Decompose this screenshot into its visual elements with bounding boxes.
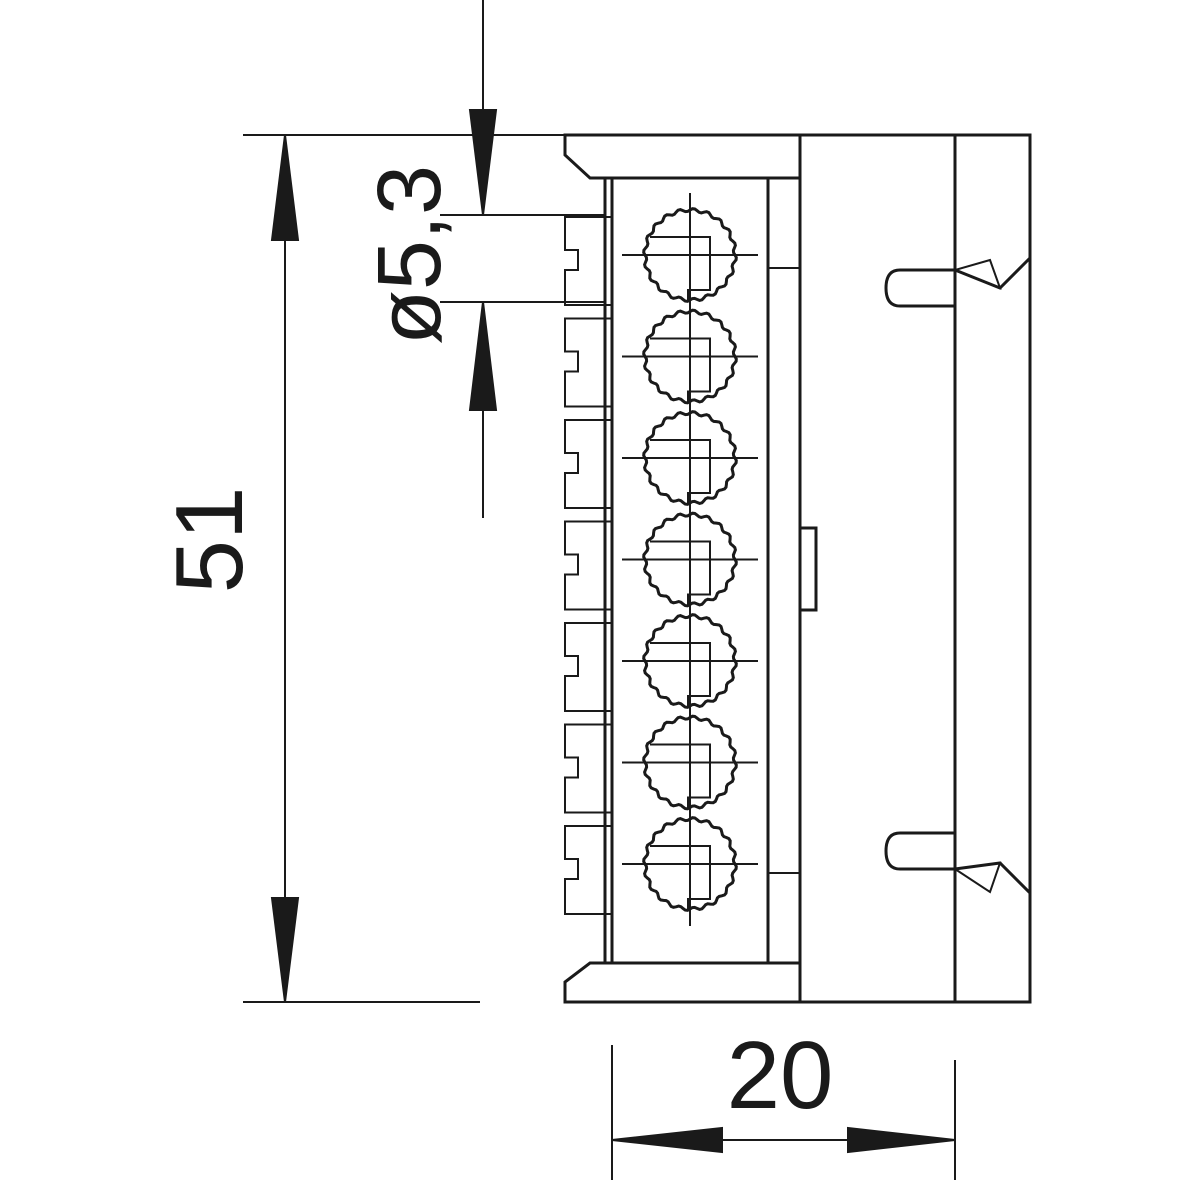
screw-slot [650, 236, 711, 300]
side-clamp-notches [564, 216, 612, 915]
screw-slot [650, 337, 711, 402]
screw-slot [650, 845, 711, 909]
clip-notch-top [884, 256, 1032, 308]
side-clamp-notch [564, 825, 612, 915]
terminal-row [622, 193, 758, 926]
screw-slot [650, 743, 711, 808]
side-clamp-notch [564, 622, 612, 712]
side-clamp-notch [564, 520, 612, 611]
screw-slot [650, 540, 711, 605]
side-clamp-notch [564, 317, 612, 408]
side-clamp-notch [564, 419, 612, 509]
hole-diameter-label: ø5,3 [360, 165, 460, 345]
center-marker [798, 526, 818, 612]
side-clamp-notch [564, 216, 612, 306]
side-clamp-notch [564, 723, 612, 814]
height-dimension: 51 [156, 134, 565, 1003]
height-arrow-bottom [270, 897, 300, 1003]
clip-notch-bottom [884, 831, 1032, 895]
clip-latch-bottom [952, 861, 1002, 894]
terminal-block-body [563, 133, 1032, 1004]
screw-slot [650, 642, 711, 706]
height-label: 51 [156, 487, 263, 594]
height-arrow-top [270, 134, 300, 241]
width-arrow-right [847, 1126, 956, 1154]
hole-arrow-top [468, 109, 498, 216]
screw-terminal [622, 802, 758, 926]
hole-diameter-dimension: ø5,3 [360, 0, 605, 518]
screw-slot [650, 439, 711, 503]
hole-arrow-bottom [468, 301, 498, 411]
width-label: 20 [727, 1022, 834, 1129]
width-arrow-left [611, 1126, 723, 1154]
clip-latch-top [951, 258, 1002, 290]
width-dimension: 20 [611, 1022, 956, 1180]
